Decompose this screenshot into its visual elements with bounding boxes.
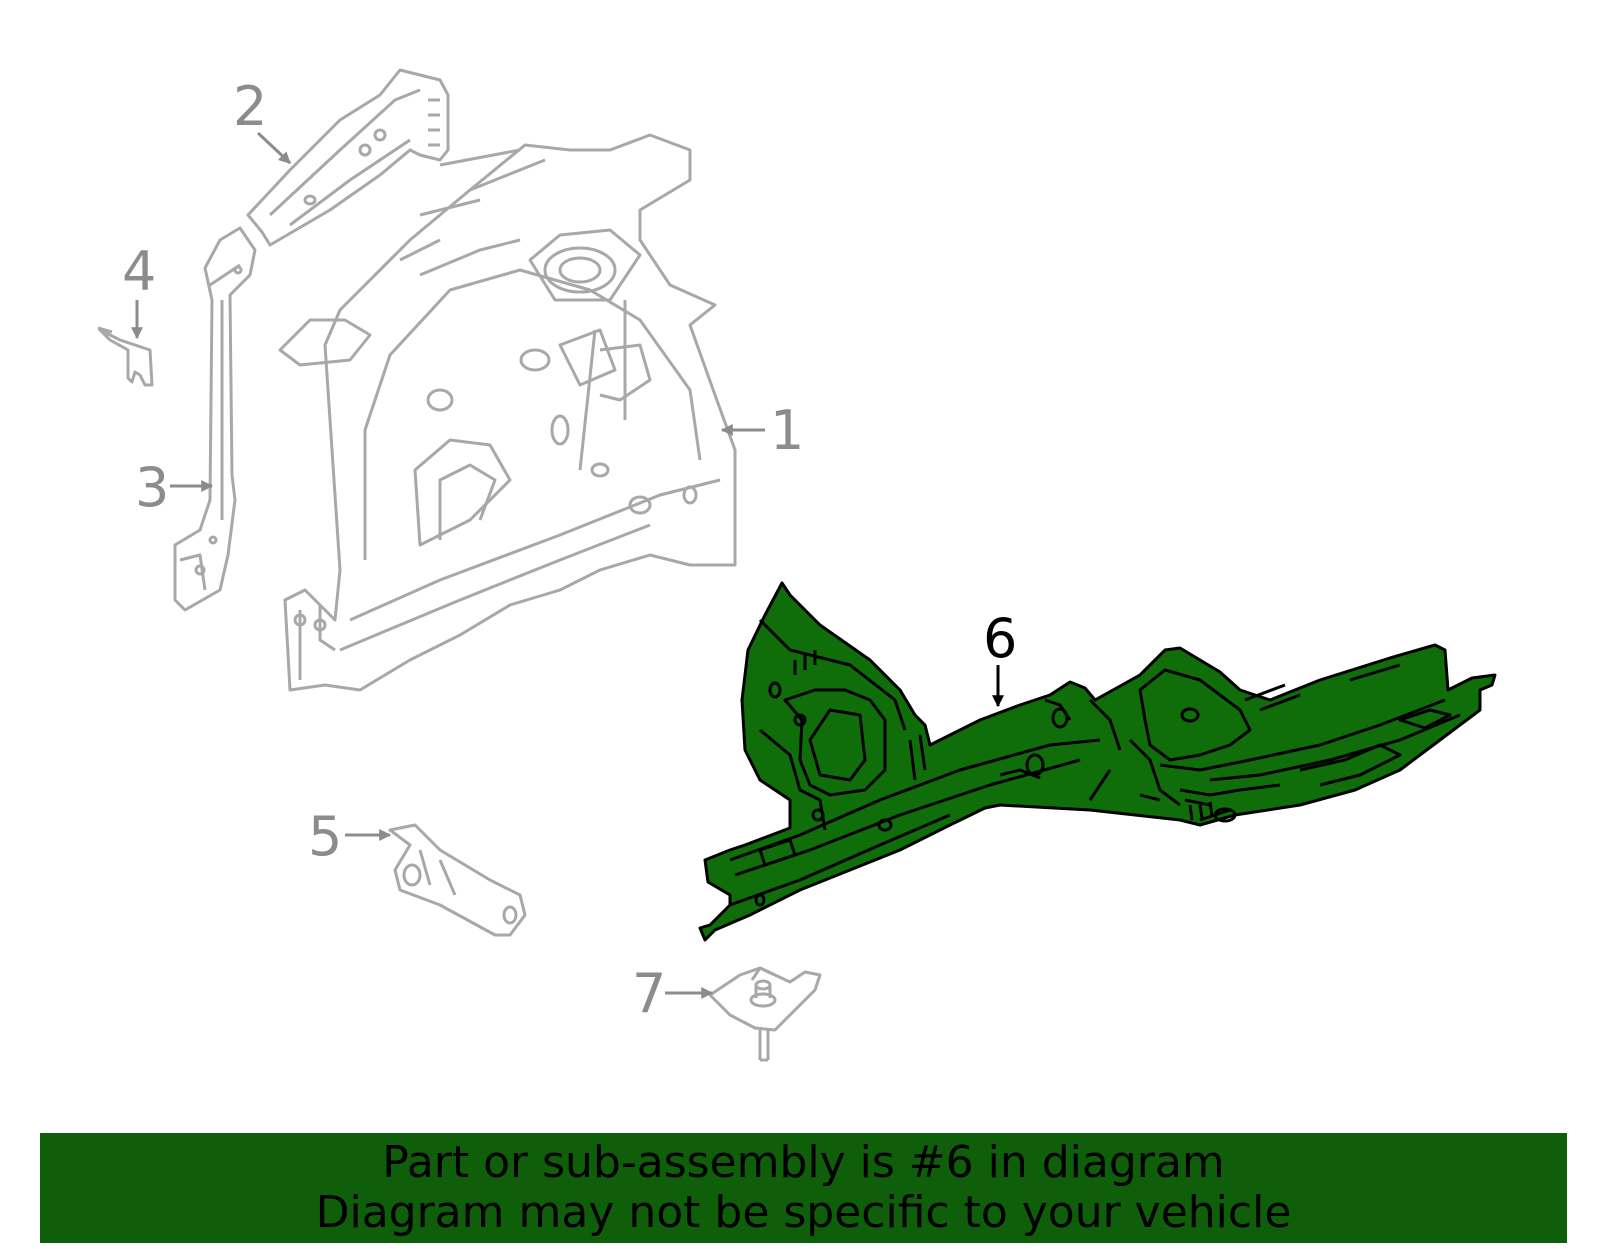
callout-3[interactable]: 3	[135, 456, 214, 519]
callout-7-number: 7	[632, 962, 666, 1025]
callout-7[interactable]: 7	[632, 962, 714, 1025]
callout-1[interactable]: 1	[720, 399, 804, 462]
parts-diagram: 1 2 3 4 5 6 7	[97, 68, 1497, 1062]
part-7-stud-bracket[interactable]	[708, 966, 822, 1062]
callout-6[interactable]: 6	[983, 607, 1017, 708]
callout-2-arrow	[256, 131, 292, 165]
part-3-pillar-reinforcement[interactable]	[173, 226, 257, 612]
callout-5[interactable]: 5	[308, 805, 392, 868]
callout-6-number: 6	[983, 607, 1017, 670]
callout-3-number: 3	[135, 456, 169, 519]
callout-1-number: 1	[770, 399, 804, 462]
part-5-mount-bracket[interactable]	[388, 823, 527, 937]
banner-line-2: Diagram may not be specific to your vehi…	[315, 1187, 1292, 1238]
callout-4-number: 4	[122, 240, 156, 303]
part-1-apron-assembly[interactable]	[278, 133, 737, 692]
part-2-upper-rail[interactable]	[246, 68, 450, 247]
callout-5-number: 5	[308, 805, 342, 868]
callout-4[interactable]: 4	[122, 240, 156, 340]
callout-2[interactable]: 2	[233, 75, 292, 165]
info-banner: Part or sub-assembly is #6 in diagram Di…	[40, 1133, 1567, 1243]
callout-2-number: 2	[233, 75, 267, 138]
banner-line-1: Part or sub-assembly is #6 in diagram	[382, 1137, 1225, 1188]
part-4-small-bracket[interactable]	[97, 326, 154, 387]
part-6-side-member[interactable]	[698, 581, 1497, 942]
